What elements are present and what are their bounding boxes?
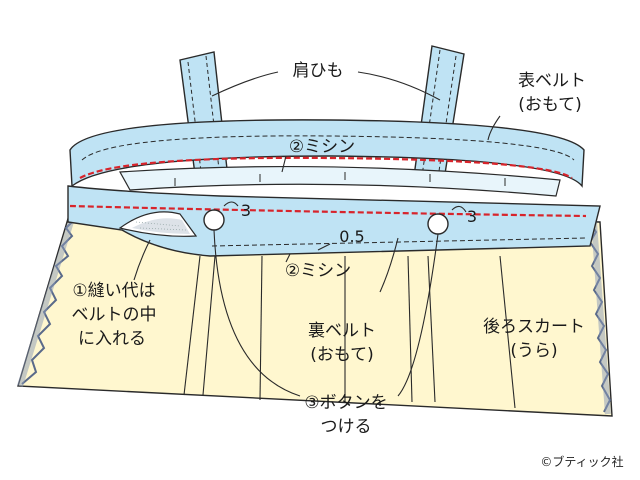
seam-allowance-pocket [118, 211, 198, 237]
label-num-left: 3 [241, 201, 251, 220]
stitch-red-upper [79, 156, 573, 179]
outer-belt-rim [69, 119, 585, 188]
label-allowance-1: ①縫い代は [72, 281, 155, 301]
labels: 肩ひも 表ベルト (おもて) ②ミシン 3 3 0.5 ②ミシン ①縫い代は ベ… [72, 61, 624, 469]
stitch-red-lower [69, 204, 587, 218]
label-back-skirt-1: 後ろスカート [483, 317, 585, 337]
inner-belt [67, 185, 601, 257]
label-num-half: 0.5 [339, 227, 364, 246]
leader-lines [133, 71, 501, 397]
label-outer-belt-1: 表ベルト [518, 71, 586, 91]
label-stitch-bottom: ②ミシン [285, 261, 351, 281]
label-button-2: つける [321, 417, 372, 437]
back-skirt [17, 211, 613, 417]
label-num-right: 3 [467, 207, 477, 226]
label-button-1: ③ボタンを [304, 393, 387, 413]
label-outer-belt-2: (おもて) [518, 95, 582, 115]
label-inner-belt-2: (おもて) [310, 345, 374, 365]
belt-inside [119, 165, 561, 197]
label-allowance-3: に入れる [78, 329, 146, 349]
label-back-skirt-2: (うら) [510, 341, 557, 361]
label-inner-belt-1: 裏ベルト [308, 320, 376, 341]
label-stitch-top: ②ミシン [289, 137, 355, 157]
copyright: ©ブティック社 [540, 454, 623, 469]
topstitch-lower [211, 237, 587, 247]
shoulder-strap-left [179, 51, 229, 183]
label-strap: 肩ひも [293, 61, 344, 81]
topstitch-upper [81, 135, 575, 161]
label-allowance-2: ベルトの中 [72, 305, 157, 325]
